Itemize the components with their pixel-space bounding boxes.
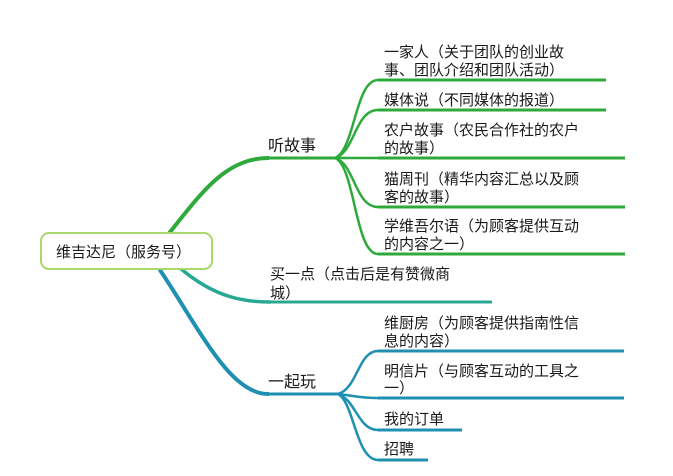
link-root-yiqiwan — [158, 268, 270, 396]
branch-label-maiyidian-line2: 城） — [270, 284, 301, 302]
root-node: 维吉达尼（服务号） — [40, 232, 213, 270]
branch-label-maiyidian-line1: 买一点（点击后是有赞微商 — [270, 265, 451, 283]
link-yijiaren — [334, 78, 379, 160]
node-xuewei-line2: 的内容之一） — [384, 235, 475, 253]
node-nonghu-line2: 的故事） — [384, 139, 445, 157]
node-maozhoukan-line2: 客的故事） — [384, 188, 460, 206]
node-nonghu-line1: 农户故事（农民合作社的农户 — [384, 121, 580, 139]
root-label: 维吉达尼（服务号） — [56, 242, 192, 261]
node-mingxinpian-line2: 一） — [384, 379, 415, 397]
node-zhaopin: 招聘 — [384, 440, 415, 458]
node-mingxinpian-line1: 明信片（与顾客互动的工具之 — [384, 362, 580, 380]
branch-label-yiqiwan: 一起玩 — [268, 372, 317, 391]
link-weichufang — [337, 349, 379, 396]
node-weichufang-line2: 息的内容） — [384, 332, 460, 350]
node-meitishuo: 媒体说（不同媒体的报道） — [384, 91, 565, 109]
node-maozhoukan-line1: 猫周刊（精华内容汇总以及顾 — [384, 170, 580, 188]
link-meitishuo — [334, 108, 379, 160]
node-dingdan: 我的订单 — [384, 410, 445, 428]
node-xuewei-line1: 学维吾尔语（为顾客提供互动 — [384, 217, 580, 235]
link-root-tingushi — [168, 156, 270, 234]
link-xuewei — [334, 156, 379, 256]
link-zhaopin — [337, 392, 379, 462]
node-yijiaren-line1: 一家人（关于团队的创业故 — [384, 43, 565, 61]
node-weichufang-line1: 维厨房（为顾客提供指南性信 — [384, 314, 580, 332]
link-root-maiyidian — [178, 266, 272, 304]
branch-label-tingushi: 听故事 — [268, 136, 317, 155]
node-yijiaren-line2: 事、团队介绍和团队活动） — [384, 61, 565, 79]
